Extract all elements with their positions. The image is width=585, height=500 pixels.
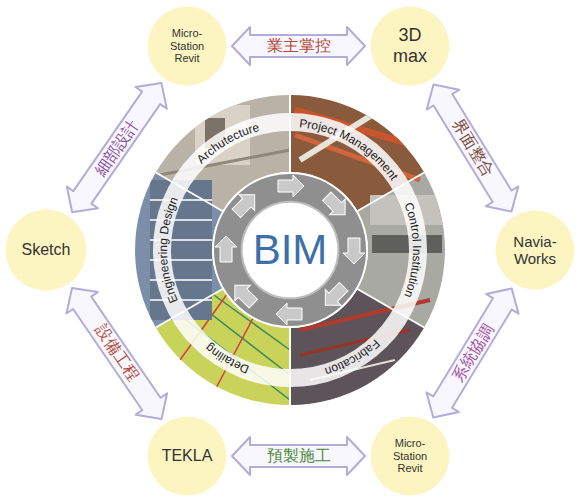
ring-label: Fabrication xyxy=(323,336,382,378)
ring-label-text: Fabrication xyxy=(323,336,382,378)
tool-name: Micro-Station Revit xyxy=(379,437,441,475)
tool-circle: Sketch xyxy=(5,209,87,291)
node-text-group: 3D max xyxy=(390,25,430,66)
node-text-group: TEKLA xyxy=(152,447,222,465)
node-text-group: Micro-Station Revit xyxy=(379,437,441,475)
double-arrow xyxy=(232,27,365,65)
ring-label: Archutecture xyxy=(194,120,261,167)
double-arrow xyxy=(426,289,518,418)
wedge-divider xyxy=(289,95,291,172)
circle-fill xyxy=(496,211,575,290)
circle-fill xyxy=(371,7,450,86)
tool-name: TEKLA xyxy=(152,447,222,465)
ring-label-text: Detailing xyxy=(202,341,250,377)
node-text-group: Navia-Works xyxy=(504,233,566,268)
circle-fill xyxy=(148,7,227,86)
gray-ring xyxy=(213,173,367,327)
node-text-group: BIM xyxy=(240,226,340,274)
arrow-label: 設備工程 xyxy=(92,322,141,384)
tool-name: 3D max xyxy=(390,25,430,66)
hub-circle: BIM xyxy=(212,172,368,328)
circle-fill xyxy=(371,417,450,496)
node-text-group: Micro-Station Revit xyxy=(156,27,218,65)
tool-circle: TEKLA xyxy=(147,416,227,496)
ring-label-text: Project Management xyxy=(299,116,402,183)
wedge-divider xyxy=(289,328,291,405)
hub-title: BIM xyxy=(240,226,340,274)
arrow-label: 業主掌控 xyxy=(267,38,331,54)
double-arrow xyxy=(427,84,519,211)
ring-label-text: Control Institution xyxy=(401,201,424,300)
circle-fill xyxy=(6,210,87,291)
double-arrow xyxy=(67,288,168,419)
tool-circle: Micro-Station Revit xyxy=(147,6,227,86)
tool-name: Micro-Station Revit xyxy=(156,27,218,65)
ring-arrow xyxy=(343,238,365,264)
ring-arrow xyxy=(276,303,302,325)
ring-label-text: Engineering Design xyxy=(156,195,181,305)
ring-arrow xyxy=(215,236,237,262)
ring-label: Control Institution xyxy=(401,201,424,300)
tool-circle: Navia-Works xyxy=(495,210,575,290)
double-arrow xyxy=(232,437,365,475)
ring-arrow xyxy=(278,175,304,197)
tool-name: Navia-Works xyxy=(504,233,566,268)
ring-label: Engineering Design xyxy=(156,195,181,305)
arrow-label: 預製施工 xyxy=(267,448,331,464)
node-text-group: Sketch xyxy=(9,241,83,259)
ring-label-text: Archutecture xyxy=(194,120,261,167)
ring-label: Detailing xyxy=(202,341,250,377)
ring-label-group: Archutecture Project ManagementControl In… xyxy=(156,116,424,378)
double-arrow xyxy=(67,83,167,212)
arrow-label: 細部設計 xyxy=(92,117,142,179)
tool-name: Sketch xyxy=(9,241,83,259)
circle-fill xyxy=(148,417,227,496)
photo-details xyxy=(150,105,450,400)
tool-circle: 3D max xyxy=(370,6,450,86)
ring-label: Project Management xyxy=(299,116,402,183)
window-band xyxy=(372,235,442,253)
tool-circle: Micro-Station Revit xyxy=(370,416,450,496)
